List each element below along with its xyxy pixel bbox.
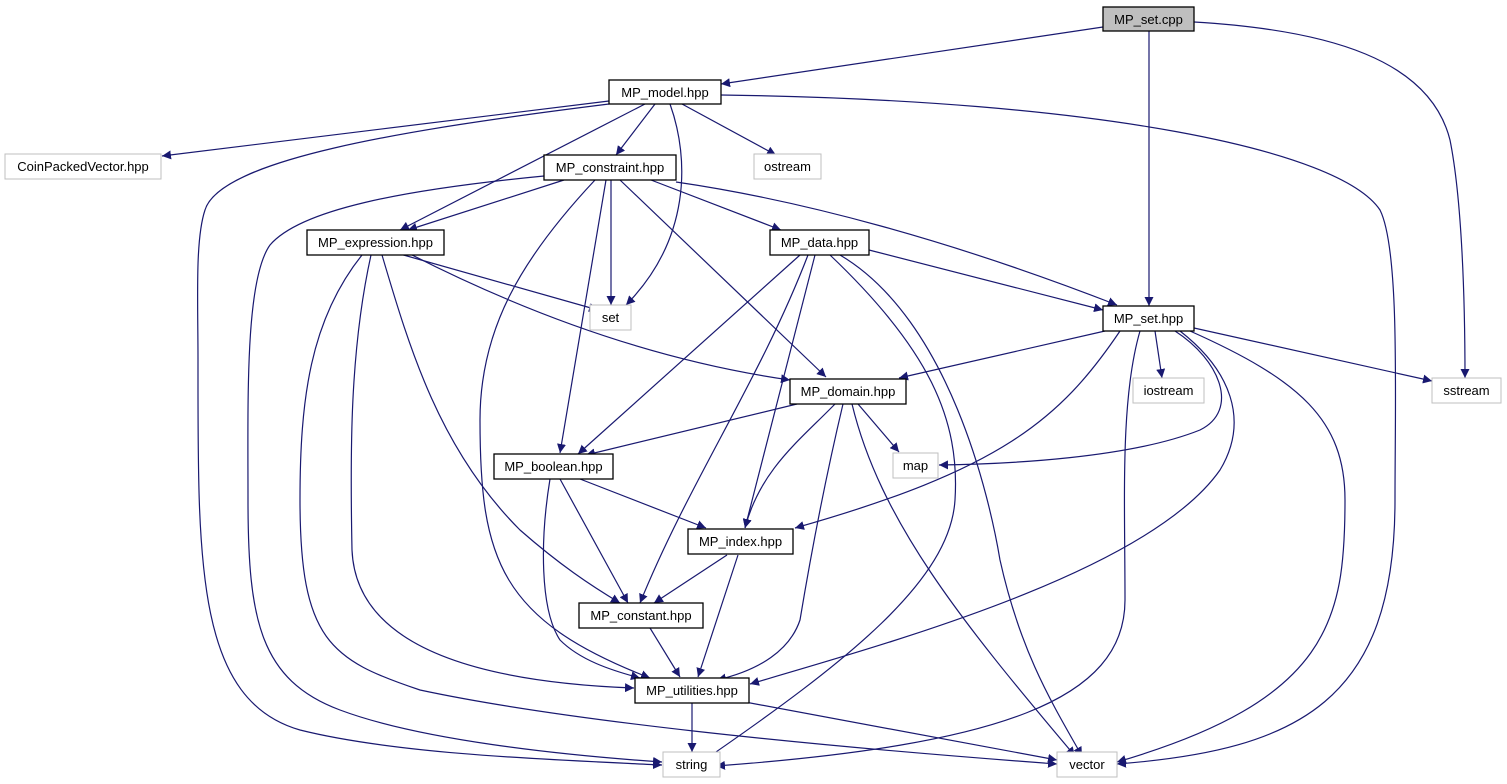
- edge-mp-model-to-string: [196, 103, 663, 770]
- node-label: MP_boolean.hpp: [504, 459, 602, 474]
- node-sstream[interactable]: sstream: [1431, 377, 1502, 404]
- edge-mp-set-hpp-to-mp-utilities: [749, 330, 1235, 686]
- edge-mp-expression-to-mp-constant: [381, 254, 621, 604]
- node-mp-index-hpp[interactable]: MP_index.hpp: [687, 528, 794, 555]
- node-iostream[interactable]: iostream: [1132, 377, 1205, 404]
- node-mp-expression-hpp[interactable]: MP_expression.hpp: [306, 229, 445, 256]
- node-mp-constant-hpp[interactable]: MP_constant.hpp: [578, 602, 704, 629]
- node-coin-packed-vector-hpp[interactable]: CoinPackedVector.hpp: [4, 153, 162, 180]
- edge-mp-set-hpp-to-map: [938, 330, 1223, 470]
- node-vector[interactable]: vector: [1056, 751, 1118, 778]
- edge-mp-set-hpp-to-string: [715, 330, 1141, 770]
- edge-mp-set-hpp-to-mp-domain: [898, 330, 1106, 381]
- edge-mp-boolean-to-mp-constant: [559, 478, 629, 604]
- edge-mp-data-to-mp-index: [742, 254, 816, 529]
- edge-mp-set-hpp-to-sstream: [1193, 327, 1433, 384]
- node-label: set: [602, 310, 620, 325]
- edge-mp-data-to-vector: [839, 254, 1083, 757]
- edge-mp-constraint-to-mp-domain: [619, 179, 827, 378]
- edge-mp-constraint-to-mp-data: [650, 179, 782, 231]
- node-mp-set-cpp[interactable]: MP_set.cpp: [1102, 6, 1195, 32]
- edge-mp-data-to-mp-boolean: [577, 254, 801, 455]
- edge-mp-constraint-to-mp-expression: [407, 179, 565, 232]
- node-label: iostream: [1144, 383, 1194, 398]
- node-mp-boolean-hpp[interactable]: MP_boolean.hpp: [493, 453, 614, 480]
- node-label: MP_constraint.hpp: [556, 160, 664, 175]
- edge-mp-data-to-string: [699, 254, 957, 764]
- node-label: CoinPackedVector.hpp: [17, 159, 149, 174]
- edge-mp-index-to-mp-constant: [653, 554, 728, 604]
- edge-mp-set-cpp-to-sstream: [1193, 21, 1470, 379]
- edge-mp-model-to-set: [625, 103, 683, 306]
- node-mp-utilities-hpp[interactable]: MP_utilities.hpp: [634, 677, 750, 704]
- node-label: MP_constant.hpp: [590, 608, 691, 623]
- node-label: vector: [1069, 757, 1105, 772]
- edge-mp-data-to-mp-set-hpp: [868, 249, 1104, 313]
- node-label: MP_expression.hpp: [318, 235, 433, 250]
- edge-mp-expression-to-set: [399, 253, 599, 312]
- edge-mp-index-to-mp-utilities: [696, 554, 739, 678]
- edge-mp-model-to-ostream: [681, 103, 777, 156]
- node-label: MP_domain.hpp: [801, 384, 896, 399]
- edge-mp-domain-to-mp-index: [742, 403, 836, 529]
- node-mp-data-hpp[interactable]: MP_data.hpp: [769, 229, 870, 256]
- node-mp-domain-hpp[interactable]: MP_domain.hpp: [789, 378, 907, 405]
- edge-mp-domain-to-map: [857, 403, 900, 453]
- node-map[interactable]: map: [892, 452, 939, 479]
- edge-mp-model-to-mp-expression: [399, 103, 646, 231]
- edge-mp-constraint-to-mp-utilities: [479, 179, 651, 679]
- node-label: MP_index.hpp: [699, 534, 782, 549]
- nodes: MP_set.cpp MP_model.hpp CoinPackedVector…: [4, 6, 1502, 778]
- node-label: MP_model.hpp: [621, 85, 708, 100]
- edge-mp-constraint-to-mp-boolean: [557, 179, 607, 454]
- edge-mp-boolean-to-mp-index: [579, 478, 707, 529]
- node-ostream[interactable]: ostream: [753, 153, 822, 180]
- edge-mp-constraint-to-string: [247, 175, 663, 766]
- edge-mp-domain-to-mp-utilities: [716, 403, 844, 683]
- edge-mp-expression-to-mp-domain: [409, 253, 791, 384]
- edge-mp-model-to-coin: [161, 100, 610, 160]
- edges: [161, 21, 1470, 770]
- node-mp-constraint-hpp[interactable]: MP_constraint.hpp: [543, 154, 677, 181]
- node-label: map: [903, 458, 928, 473]
- edge-mp-set-hpp-to-mp-index: [794, 330, 1121, 530]
- edge-mp-expression-to-mp-utilities: [350, 254, 635, 693]
- edge-mp-set-cpp-to-mp-model: [720, 26, 1104, 88]
- node-string[interactable]: string: [662, 751, 721, 778]
- edge-mp-domain-to-vector: [851, 403, 1076, 757]
- edge-mp-domain-to-mp-boolean: [585, 403, 798, 458]
- node-mp-model-hpp[interactable]: MP_model.hpp: [608, 79, 722, 105]
- edge-mp-set-hpp-to-iostream: [1154, 330, 1166, 379]
- node-label: sstream: [1443, 383, 1489, 398]
- edge-mp-constraint-to-mp-set-hpp: [675, 181, 1118, 306]
- node-mp-set-hpp[interactable]: MP_set.hpp: [1102, 305, 1195, 332]
- edge-mp-boolean-to-mp-utilities: [542, 478, 641, 681]
- edge-mp-expression-to-vector: [299, 254, 1058, 768]
- edge-mp-data-to-mp-constant: [639, 254, 809, 604]
- node-label: MP_set.hpp: [1114, 311, 1183, 326]
- node-label: MP_set.cpp: [1114, 12, 1183, 27]
- edge-mp-set-hpp-to-vector: [1116, 330, 1346, 764]
- edge-mp-model-to-mp-constraint: [615, 103, 656, 156]
- node-label: ostream: [764, 159, 811, 174]
- node-label: MP_utilities.hpp: [646, 683, 738, 698]
- node-label: string: [676, 757, 708, 772]
- node-set[interactable]: set: [589, 304, 632, 331]
- node-label: MP_data.hpp: [781, 235, 858, 250]
- edge-mp-model-to-vector: [720, 94, 1397, 768]
- edge-mp-utilities-to-vector: [744, 701, 1058, 763]
- edge-mp-constant-to-mp-utilities: [649, 627, 681, 678]
